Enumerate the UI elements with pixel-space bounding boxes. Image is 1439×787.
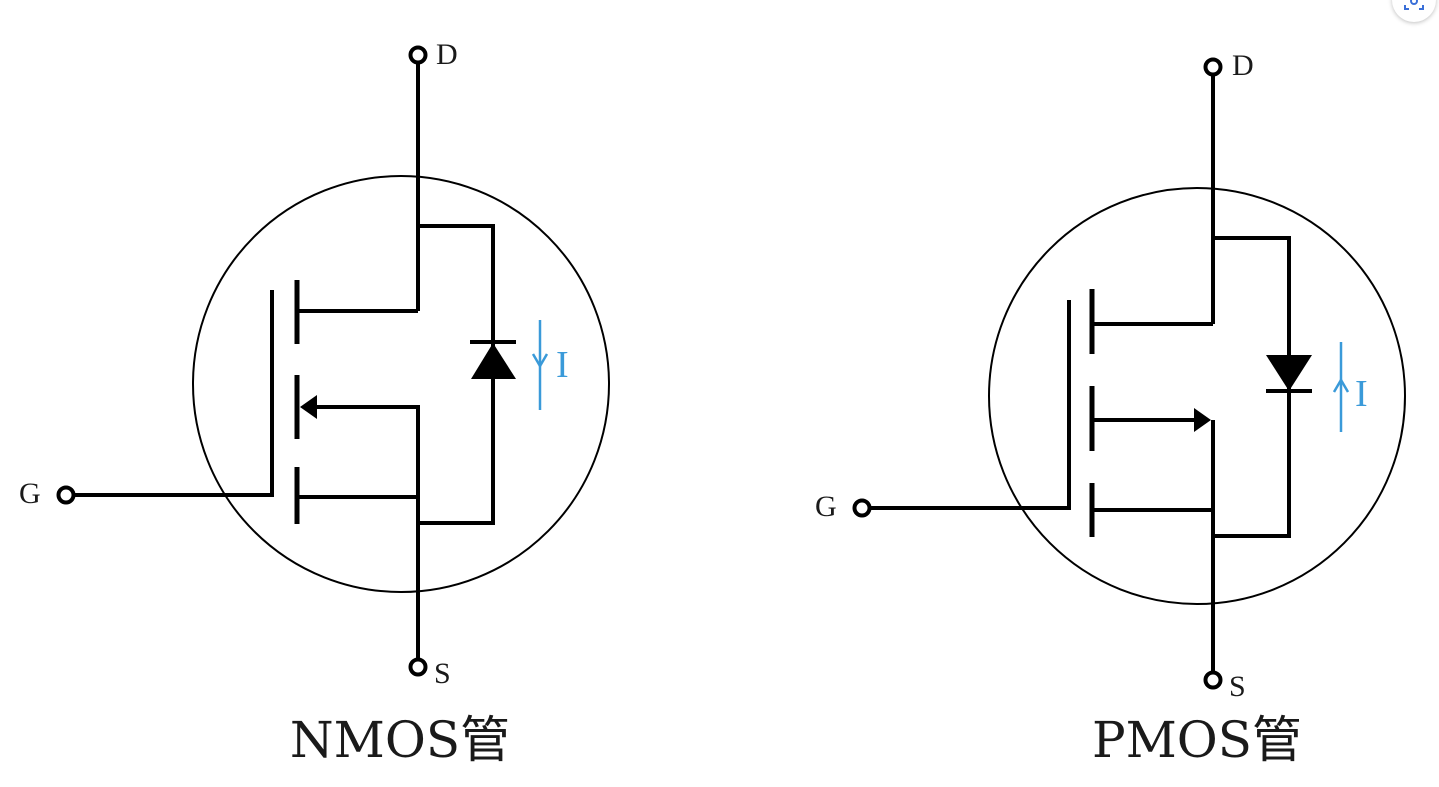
nmos-body-arrow	[300, 395, 317, 419]
pmos-drain-terminal	[1203, 57, 1223, 77]
pmos-title: PMOS管	[1092, 711, 1302, 769]
nmos-source-wire	[310, 405, 420, 660]
pmos-drain-label: D	[1232, 49, 1254, 82]
pmos-symbol: I D G S PMOS管	[815, 49, 1406, 769]
pmos-source-label: S	[1229, 670, 1246, 703]
nmos-symbol: I D G S NMOS管	[19, 38, 610, 769]
pmos-body-arrow	[1194, 408, 1211, 432]
pmos-body-circle	[988, 187, 1406, 605]
nmos-source-terminal	[408, 657, 428, 677]
nmos-gate-terminal	[56, 485, 76, 505]
pmos-diode-loop-wire	[1213, 236, 1291, 538]
pmos-source-terminal	[1203, 670, 1223, 690]
pmos-current-arrowhead	[1332, 377, 1350, 393]
nmos-gate-label: G	[19, 477, 41, 510]
pmos-diode-triangle	[1266, 355, 1312, 391]
nmos-source-label: S	[434, 657, 451, 690]
image-scan-icon	[1404, 0, 1424, 10]
pmos-current-label: I	[1355, 373, 1368, 415]
nmos-drain-terminal	[408, 45, 428, 65]
image-scan-button[interactable]	[1392, 0, 1436, 22]
nmos-current-arrowhead	[531, 353, 549, 369]
pmos-gate-terminal	[852, 498, 872, 518]
nmos-current-label: I	[556, 344, 569, 386]
pmos-gate-label: G	[815, 490, 837, 523]
nmos-body-circle	[192, 175, 610, 593]
nmos-title: NMOS管	[290, 711, 510, 769]
nmos-diode-triangle	[471, 343, 516, 379]
nmos-drain-label: D	[436, 38, 458, 71]
